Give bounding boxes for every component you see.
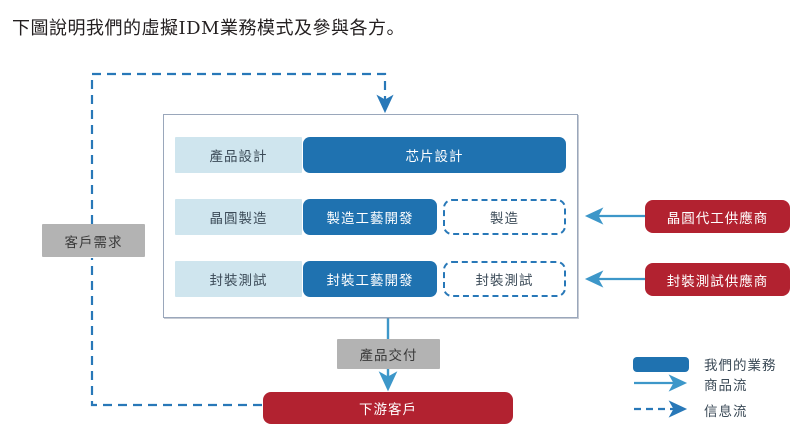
product-delivery-box[interactable]: 產品交付 [337, 339, 440, 369]
supplier-label: 晶圓代工供應商 [666, 210, 769, 227]
stage-label: 產品設計 [209, 149, 268, 165]
legend-label: 信息流 [704, 404, 748, 420]
legend-blue-swatch-icon [630, 352, 692, 376]
supplier-box-foundry[interactable]: 晶圓代工供應商 [645, 200, 790, 233]
page-caption: 下圖說明我們的虛擬IDM業務模式及參與各方。 [12, 18, 405, 39]
legend-solid-arrow-swatch [630, 372, 692, 396]
legend-dashed-arrow-swatch [630, 398, 692, 422]
our-work-box-chip-design[interactable]: 芯片設計 [303, 137, 566, 173]
our-work-label: 芯片設計 [405, 149, 464, 165]
outsourced-box-manufacturing[interactable]: 製造 [443, 199, 566, 235]
legend-label: 我們的業務 [704, 358, 777, 374]
outsourced-box-packaging-testing[interactable]: 封裝測試 [443, 261, 566, 297]
stage-box-packaging-testing[interactable]: 封裝測試 [175, 261, 302, 297]
stage-label: 晶圓製造 [209, 211, 268, 227]
customer-demand-label: 客戶需求 [64, 234, 123, 251]
product-delivery-label: 產品交付 [359, 348, 418, 364]
our-work-label: 製造工藝開發 [326, 211, 414, 227]
supplier-box-packaging-testing[interactable]: 封裝測試供應商 [645, 263, 790, 296]
customer-demand-box[interactable]: 客戶需求 [42, 224, 145, 257]
outsourced-label: 封裝測試 [475, 273, 534, 289]
outsourced-label: 製造 [490, 211, 519, 227]
stage-label: 封裝測試 [209, 273, 268, 289]
downstream-customer-label: 下游客戶 [359, 402, 417, 418]
legend-item-info-flow: 信息流 [630, 398, 748, 422]
our-work-box-packaging-development[interactable]: 封裝工藝開發 [303, 261, 437, 297]
our-work-box-process-development[interactable]: 製造工藝開發 [303, 199, 437, 235]
legend-item-goods-flow: 商品流 [630, 372, 748, 396]
our-work-label: 封裝工藝開發 [326, 273, 414, 289]
legend-item-our-business: 我們的業務 [630, 352, 777, 376]
supplier-label: 封裝測試供應商 [666, 273, 769, 290]
stage-box-wafer-manufacturing[interactable]: 晶圓製造 [175, 199, 302, 235]
legend-label: 商品流 [704, 378, 748, 394]
legend: 我們的業務 商品流 信息流 [630, 352, 795, 428]
downstream-customer-box[interactable]: 下游客戶 [263, 392, 513, 424]
stage-box-product-design[interactable]: 產品設計 [175, 137, 302, 173]
